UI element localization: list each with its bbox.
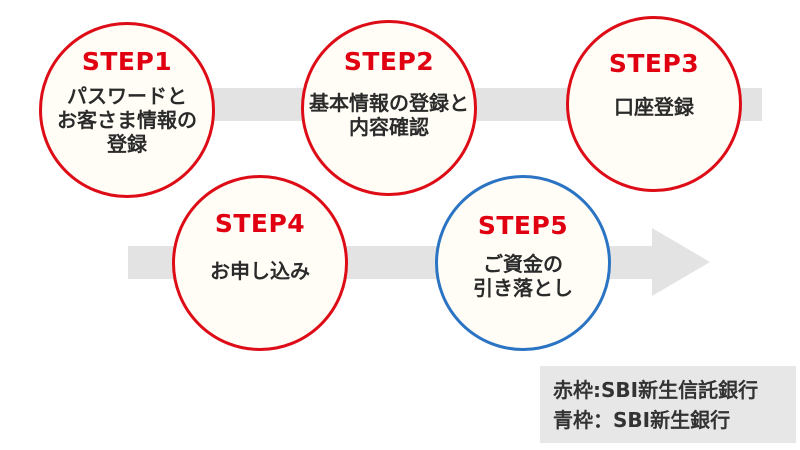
step1-description: パスワードと お客さま情報の 登録 bbox=[57, 84, 197, 156]
flow-arrow-head-icon bbox=[652, 228, 710, 296]
legend-red-entry: 赤枠:SBI新生信託銀行 bbox=[553, 378, 759, 402]
legend: 赤枠:SBI新生信託銀行 青枠：SBI新生銀行 bbox=[540, 366, 796, 443]
step4-description: お申し込み bbox=[210, 259, 310, 283]
step3-description: 口座登録 bbox=[614, 95, 694, 119]
step2-label: STEP2 bbox=[343, 47, 435, 76]
step1-label: STEP1 bbox=[81, 47, 173, 76]
step3-circle: STEP3 口座登録 bbox=[566, 16, 742, 192]
step5-label: STEP5 bbox=[477, 211, 569, 240]
step4-circle: STEP4 お申し込み bbox=[172, 175, 348, 351]
step4-label: STEP4 bbox=[214, 209, 306, 238]
step2-circle: STEP2 基本情報の登録と 内容確認 bbox=[301, 20, 477, 196]
step5-circle: STEP5 ご資金の 引き落とし bbox=[435, 175, 611, 351]
step1-circle: STEP1 パスワードと お客さま情報の 登録 bbox=[39, 22, 215, 198]
legend-blue-entry: 青枠：SBI新生銀行 bbox=[553, 408, 731, 432]
step3-label: STEP3 bbox=[608, 49, 700, 78]
step5-description: ご資金の 引き落とし bbox=[473, 252, 573, 300]
step2-description: 基本情報の登録と 内容確認 bbox=[309, 91, 469, 139]
